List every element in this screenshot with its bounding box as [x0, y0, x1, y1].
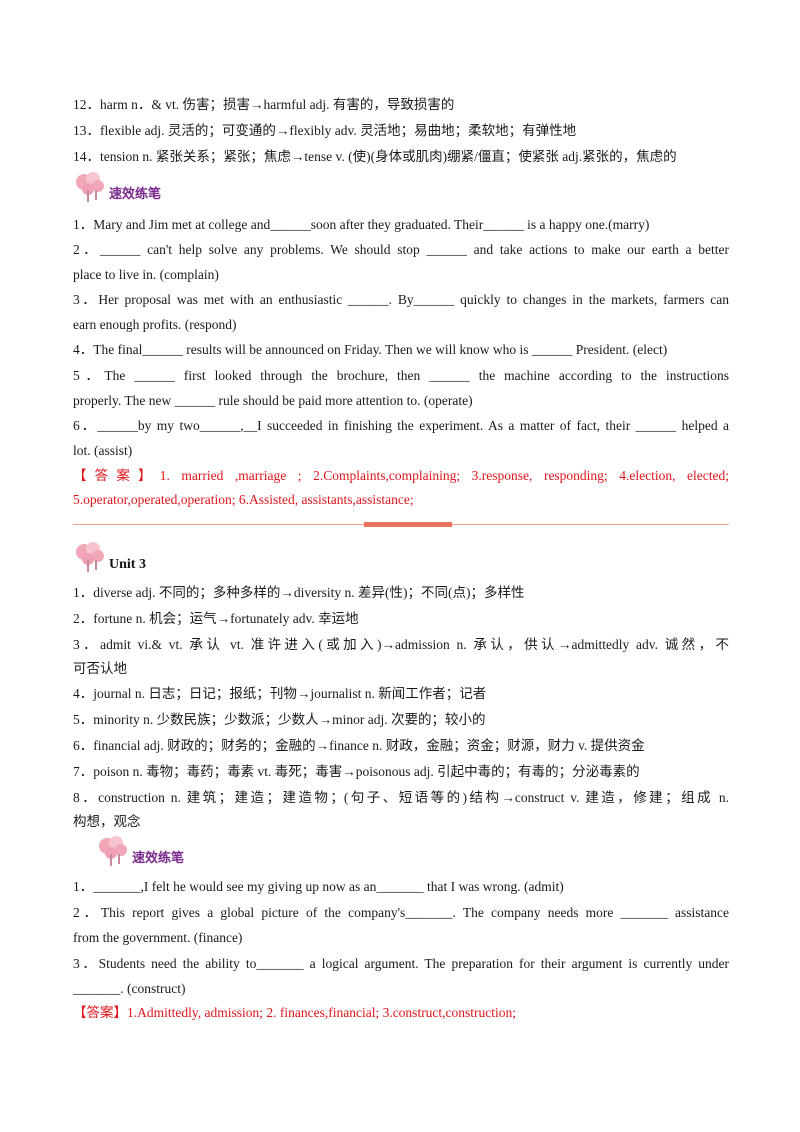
vocab-item-tension: 14．tension n. 紧张关系；紧张；焦虑→tense v. (使)(身体… — [73, 149, 677, 164]
exercise-line: from the government. (finance) — [73, 930, 243, 945]
practice-heading-label: 速效练笔 — [109, 187, 162, 202]
pink-tree-flower-icon — [76, 172, 104, 202]
pink-tree-flower-icon — [99, 836, 127, 866]
vocab-item: 6．financial adj. 财政的；财务的；金融的→finance n. … — [73, 738, 645, 753]
section-divider-accent — [364, 522, 452, 527]
exercise-line: 4．The final______ results will be announ… — [73, 342, 668, 357]
answer-key: 5.operator,operated,operation; 6.Assiste… — [73, 492, 414, 507]
vocab-item: 7．poison n. 毒物；毒药；毒素 vt. 毒死；毒害→poisonous… — [73, 764, 640, 779]
exercise-line: properly. The new ______ rule should be … — [73, 393, 473, 408]
vocab-item: 可否认地 — [73, 661, 127, 676]
exercise-line: 3．Students need the ability to_______ a … — [73, 956, 729, 971]
vocab-item: 1．diverse adj. 不同的；多种多样的→diversity n. 差异… — [73, 585, 525, 600]
answer-key: 【答案】1.Admittedly, admission; 2. finances… — [73, 1005, 517, 1020]
vocab-item: 8．construction n. 建筑；建造；建造物；(句子、短语等的)结构→… — [73, 790, 729, 805]
exercise-line: 6．______by my two______,__I succeeded in… — [73, 418, 729, 433]
vocab-item-flexible: 13．flexible adj. 灵活的；可变通的→flexibly adv. … — [73, 123, 577, 138]
vocab-item-harm: 12．harm n．& vt. 伤害；损害→harmful adj. 有害的，导… — [73, 97, 455, 112]
practice-heading-2: 速效练笔 — [96, 834, 184, 868]
unit-heading: Unit 3 — [73, 540, 146, 574]
practice-heading-1: 速效练笔 — [73, 170, 161, 204]
exercise-line: 1．Mary and Jim met at college and______s… — [73, 217, 650, 232]
exercise-line: 1．_______,I felt he would see my giving … — [73, 879, 564, 894]
exercise-line: 2．______ can't help solve any problems. … — [73, 242, 729, 257]
exercise-line: lot. (assist) — [73, 443, 133, 458]
vocab-item: 4．journal n. 日志；日记；报纸；刊物→journalist n. 新… — [73, 686, 487, 701]
exercise-line: place to live in. (complain) — [73, 267, 219, 282]
vocab-item: 构想，观念 — [73, 814, 141, 829]
pink-tree-flower-icon — [76, 542, 104, 572]
vocab-item: 2．fortune n. 机会；运气→fortunately adv. 幸运地 — [73, 611, 359, 626]
vocab-item: 5．minority n. 少数民族；少数派；少数人→minor adj. 次要… — [73, 712, 486, 727]
vocab-item: 3．admit vi.& vt. 承认 vt. 准许进入(或加入)→admiss… — [73, 637, 729, 652]
unit-title: Unit 3 — [109, 557, 146, 572]
answer-key: 【答案】1. married ,marriage ; 2.Complaints,… — [73, 468, 729, 483]
exercise-line: 2．This report gives a global picture of … — [73, 905, 729, 920]
exercise-line: _______. (construct) — [73, 981, 186, 996]
practice-heading-label: 速效练笔 — [132, 851, 185, 866]
exercise-line: 3．Her proposal was met with an enthusias… — [73, 292, 729, 307]
exercise-line: 5．The ______ first looked through the br… — [73, 368, 729, 383]
exercise-line: earn enough profits. (respond) — [73, 317, 237, 332]
